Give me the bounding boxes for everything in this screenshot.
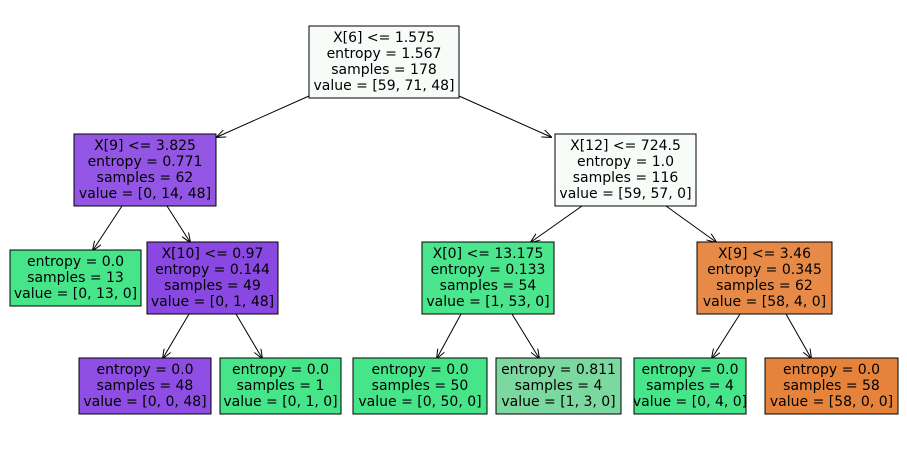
node-box: [633, 357, 747, 415]
node-line: X[6] <= 1.575: [333, 30, 435, 46]
node-box: [219, 357, 342, 415]
edge-n0-to-n2: [458, 95, 551, 137]
node-line: samples = 58: [783, 378, 880, 394]
node-line: samples = 54: [440, 278, 537, 294]
node-line: samples = 13: [27, 270, 124, 286]
node-box: [352, 357, 488, 415]
node-line: entropy = 0.144: [155, 262, 270, 278]
edge-n4-to-n7: [163, 313, 190, 358]
node-line: samples = 49: [164, 278, 261, 294]
node-box: [73, 133, 217, 207]
node-line: entropy = 1.0: [577, 154, 674, 170]
node-line: X[10] <= 0.97: [162, 246, 264, 262]
node-line: entropy = 1.567: [327, 46, 442, 62]
node-box: [495, 357, 622, 415]
edge-n4-to-n8: [235, 313, 262, 358]
node-line: entropy = 0.0: [96, 362, 193, 378]
node-line: samples = 1: [237, 378, 325, 394]
node-line: entropy = 0.0: [371, 362, 468, 378]
edge-n6-to-n12: [785, 313, 811, 358]
node-line: value = [1, 3, 0]: [501, 394, 615, 410]
node-line: entropy = 0.771: [88, 154, 203, 170]
node-box: [554, 133, 697, 207]
node-line: entropy = 0.345: [707, 262, 822, 278]
node-line: X[9] <= 3.46: [718, 246, 811, 262]
node-line: value = [0, 1, 0]: [223, 394, 337, 410]
node-line: entropy = 0.0: [641, 362, 738, 378]
edge-n2-to-n6: [665, 205, 716, 242]
node-line: value = [58, 4, 0]: [703, 294, 826, 310]
node-line: samples = 4: [646, 378, 734, 394]
node-line: value = [59, 71, 48]: [313, 78, 454, 94]
node-line: X[0] <= 13.175: [433, 246, 544, 262]
edge-n1-to-n4: [166, 205, 190, 242]
node-line: samples = 4: [515, 378, 603, 394]
node-line: X[12] <= 724.5: [570, 138, 681, 154]
node-line: samples = 62: [97, 170, 194, 186]
node-box: [421, 241, 555, 315]
node-box: [146, 241, 279, 315]
node-line: value = [0, 13, 0]: [14, 286, 137, 302]
node-line: value = [0, 14, 48]: [79, 186, 211, 202]
node-box: [9, 249, 142, 307]
node-box: [764, 357, 899, 415]
tree-edges: [93, 95, 811, 358]
node-line: entropy = 0.0: [783, 362, 880, 378]
node-line: value = [59, 57, 0]: [559, 186, 691, 202]
node-line: value = [0, 4, 0]: [633, 394, 747, 410]
node-line: samples = 62: [716, 278, 813, 294]
node-line: samples = 48: [97, 378, 194, 394]
edge-n2-to-n5: [531, 205, 583, 242]
node-line: value = [0, 0, 48]: [83, 394, 206, 410]
node-line: value = [58, 0, 0]: [770, 394, 893, 410]
node-line: samples = 178: [331, 62, 437, 78]
node-line: value = [0, 1, 48]: [151, 294, 274, 310]
node-line: entropy = 0.133: [431, 262, 546, 278]
edge-n6-to-n11: [712, 313, 741, 358]
node-line: samples = 50: [372, 378, 469, 394]
edge-n1-to-n3: [93, 205, 123, 250]
node-box: [308, 25, 460, 99]
node-line: value = [1, 53, 0]: [426, 294, 549, 310]
node-line: entropy = 0.811: [501, 362, 616, 378]
node-box: [78, 357, 212, 415]
node-box: [696, 241, 833, 315]
node-line: entropy = 0.0: [27, 254, 124, 270]
edge-n5-to-n9: [437, 313, 462, 358]
edge-n5-to-n10: [511, 313, 539, 358]
node-line: X[9] <= 3.825: [94, 138, 196, 154]
edge-n0-to-n1: [217, 95, 310, 137]
node-line: samples = 116: [573, 170, 679, 186]
node-line: entropy = 0.0: [232, 362, 329, 378]
node-line: value = [0, 50, 0]: [358, 394, 481, 410]
